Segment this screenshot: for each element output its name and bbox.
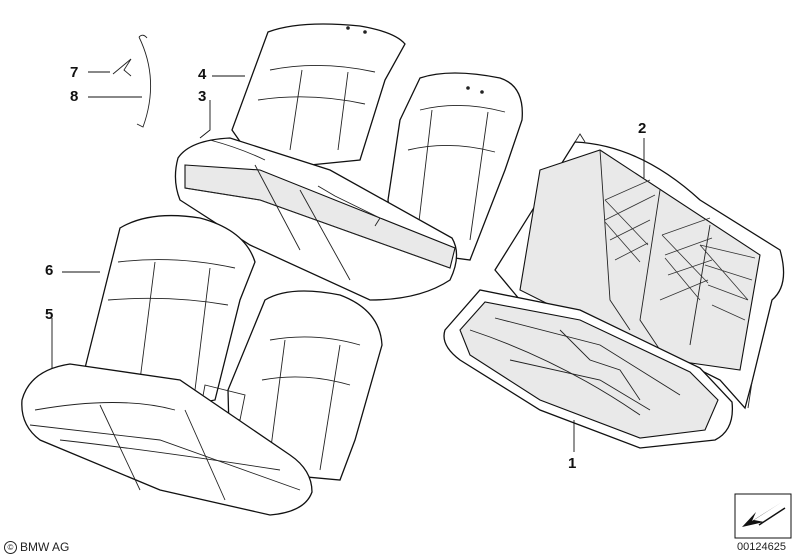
callout-7: 7 bbox=[70, 64, 79, 81]
leader-lines bbox=[51, 71, 645, 452]
part-4-backrest-cover bbox=[231, 23, 523, 261]
part-7-clip bbox=[112, 58, 132, 77]
part-6-backrest-cover bbox=[81, 214, 383, 481]
callout-8: 8 bbox=[70, 88, 79, 105]
part-3-cushion-cover bbox=[174, 137, 458, 301]
callout-1: 1 bbox=[568, 455, 577, 472]
callout-3: 3 bbox=[198, 88, 207, 105]
part-8-wire bbox=[136, 34, 151, 128]
callout-5: 5 bbox=[45, 306, 54, 323]
copyright-icon: © bbox=[4, 541, 17, 555]
callout-6: 6 bbox=[45, 262, 54, 279]
copyright-text: BMW AG bbox=[20, 540, 70, 554]
copyright-notice: ©BMW AG bbox=[4, 540, 70, 555]
callout-4: 4 bbox=[198, 66, 207, 83]
part-5-cushion-cover bbox=[21, 363, 313, 516]
callout-2: 2 bbox=[638, 120, 647, 137]
diagram-id: 00124625 bbox=[737, 541, 786, 553]
part-1-cushion-frame bbox=[443, 289, 734, 449]
direction-arrow-icon bbox=[734, 493, 792, 539]
